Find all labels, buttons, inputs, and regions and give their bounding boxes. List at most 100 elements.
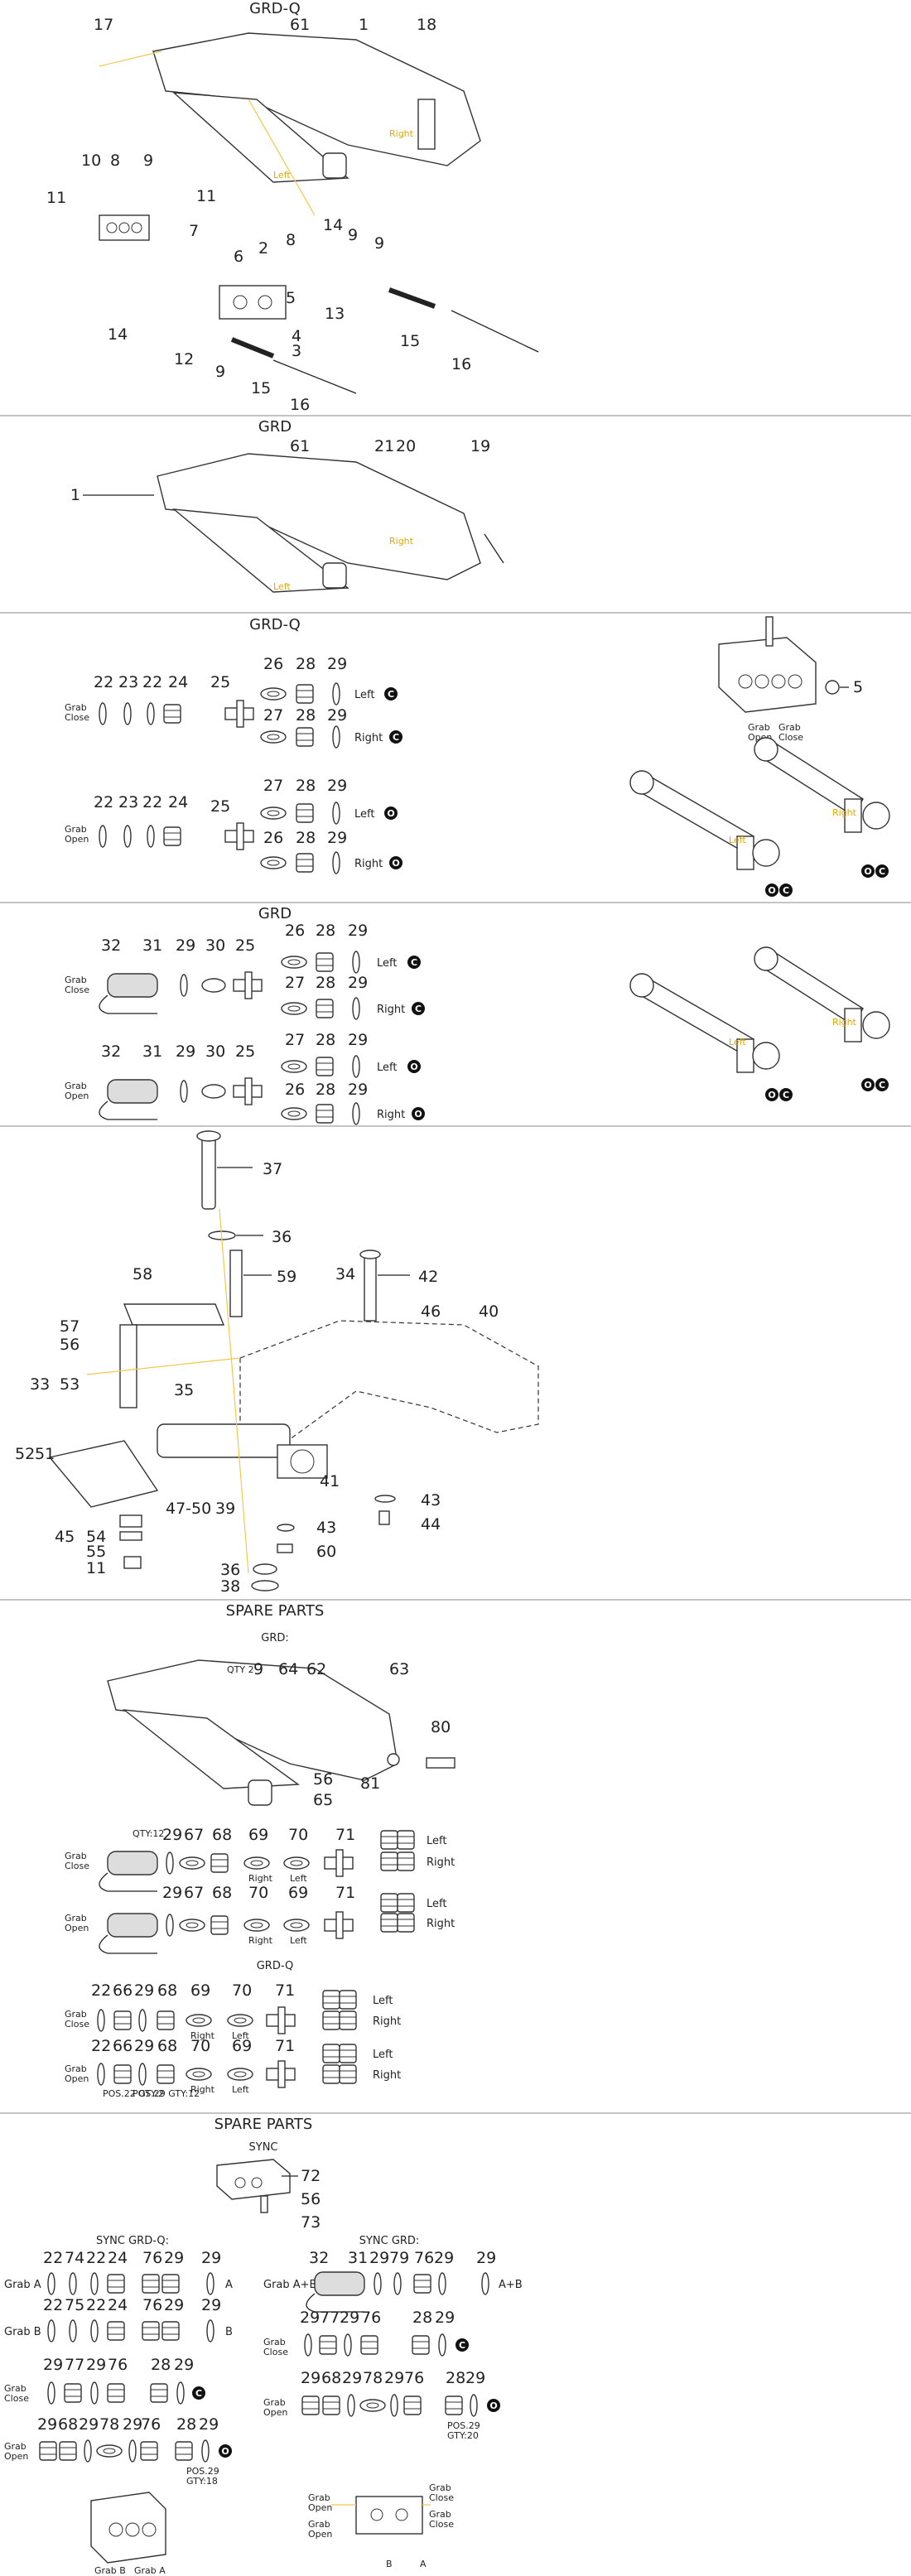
svg-text:53: 53 [60, 1375, 80, 1394]
svg-text:66: 66 [113, 2037, 133, 2055]
svg-text:63: 63 [389, 1660, 409, 1678]
svg-text:Left: Left [354, 689, 374, 701]
svg-text:76: 76 [142, 2249, 162, 2267]
svg-text:56: 56 [313, 1770, 333, 1789]
svg-text:62: 62 [306, 1660, 326, 1678]
svg-text:46: 46 [421, 1302, 441, 1321]
svg-text:78: 78 [363, 2369, 383, 2387]
svg-text:O: O [392, 858, 399, 869]
svg-text:28: 28 [316, 1081, 335, 1099]
frame-arm-left [171, 92, 349, 183]
svg-text:26: 26 [263, 655, 283, 673]
svg-text:22: 22 [43, 2249, 63, 2267]
svg-text:47-50: 47-50 [166, 1500, 211, 1518]
svg-text:29: 29 [369, 2249, 389, 2267]
sync-grdq-row-b: Grab B 22 75 22 24 76 29 29 B [4, 2296, 233, 2342]
svg-text:A: A [225, 2279, 233, 2291]
sync-grd-row-ab: Grab A+B 32 31 29 79 76 29 29 A+B [263, 2249, 523, 2313]
svg-text:29: 29 [384, 2369, 404, 2387]
svg-text:Left: Left [729, 1037, 746, 1047]
svg-text:5: 5 [286, 289, 296, 307]
sync-valve-bottom-left: Grab B Grab A [90, 2492, 166, 2576]
svg-text:22: 22 [94, 673, 113, 691]
svg-text:29: 29 [164, 2296, 184, 2314]
svg-text:59: 59 [277, 1268, 296, 1286]
section-grd-frame: GRD Right Left 61 21 20 19 1 [70, 418, 504, 593]
svg-text:27: 27 [285, 974, 305, 992]
svg-text:25: 25 [235, 937, 255, 955]
svg-text:29: 29 [201, 2249, 221, 2267]
svg-text:56: 56 [60, 1336, 80, 1354]
svg-text:Right: Right [373, 2069, 401, 2082]
svg-text:58: 58 [133, 1265, 152, 1283]
svg-text:POS.29 GTY:12: POS.29 GTY:12 [133, 2088, 200, 2099]
svg-text:56: 56 [301, 2190, 321, 2208]
section-spare-parts-sync: SPARE PARTS SYNC 72 56 73 SYNC GRD-Q: SY… [4, 2116, 523, 2576]
svg-text:9: 9 [143, 152, 153, 170]
section-title: GRD-Q [249, 0, 301, 17]
svg-text:29: 29 [37, 2415, 57, 2434]
svg-text:69: 69 [248, 1826, 268, 1844]
svg-text:29: 29 [176, 1042, 195, 1061]
clamp-41 [277, 1444, 328, 1479]
s1-callouts: 17 61 1 18 10 8 9 11 11 7 6 8 14 9 9 2 1… [46, 16, 471, 414]
svg-text:29: 29 [162, 1884, 182, 1902]
svg-text:78: 78 [99, 2415, 119, 2434]
svg-text:Grab A: Grab A [4, 2279, 41, 2291]
svg-text:29: 29 [174, 2356, 194, 2374]
svg-text:71: 71 [335, 1884, 355, 1902]
svg-text:SYNC GRD-Q:: SYNC GRD-Q: [96, 2235, 169, 2247]
svg-text:40: 40 [479, 1302, 499, 1321]
svg-text:72: 72 [301, 2167, 321, 2185]
svg-text:24: 24 [168, 673, 188, 691]
svg-text:29: 29 [342, 2369, 362, 2387]
svg-text:29: 29 [327, 829, 347, 847]
section-spare-parts-1: SPARE PARTS GRD: QTY 2 9 64 62 63 80 56 … [65, 1602, 456, 2099]
svg-text:22: 22 [86, 2249, 106, 2267]
svg-text:51: 51 [35, 1445, 55, 1463]
svg-text:Right: Right [190, 2030, 215, 2041]
svg-text:28: 28 [176, 2415, 196, 2434]
svg-text:26: 26 [285, 922, 305, 940]
svg-text:15: 15 [251, 379, 271, 397]
svg-text:QTY:12: QTY:12 [133, 1828, 164, 1839]
svg-text:32: 32 [309, 2249, 329, 2267]
svg-text:45: 45 [55, 1528, 75, 1546]
svg-text:57: 57 [60, 1317, 80, 1336]
svg-text:16: 16 [451, 355, 471, 373]
svg-text:25: 25 [210, 797, 230, 816]
fitting-cluster [99, 214, 150, 241]
svg-text:O: O [489, 2400, 497, 2411]
svg-text:24: 24 [108, 2296, 128, 2314]
svg-text:32: 32 [101, 1042, 121, 1061]
svg-text:43: 43 [421, 1491, 441, 1509]
rod-16a [451, 310, 539, 353]
svg-text:29: 29 [301, 2369, 321, 2387]
svg-text:29: 29 [134, 2037, 154, 2055]
svg-text:Right: Right [354, 732, 383, 744]
svg-text:C: C [783, 1090, 789, 1100]
svg-text:25: 25 [235, 1042, 255, 1061]
svg-text:68: 68 [157, 2037, 177, 2055]
svg-text:28: 28 [296, 829, 316, 847]
svg-text:70: 70 [288, 1826, 308, 1844]
svg-text:11: 11 [46, 189, 66, 207]
frame-bracket [417, 99, 436, 150]
svg-text:C: C [783, 885, 789, 896]
svg-text:O: O [410, 1062, 417, 1072]
svg-text:Left: Left [354, 808, 374, 821]
svg-text:39: 39 [215, 1500, 235, 1518]
svg-text:5: 5 [853, 678, 863, 696]
svg-text:1: 1 [359, 16, 369, 34]
svg-text:9: 9 [348, 226, 358, 244]
